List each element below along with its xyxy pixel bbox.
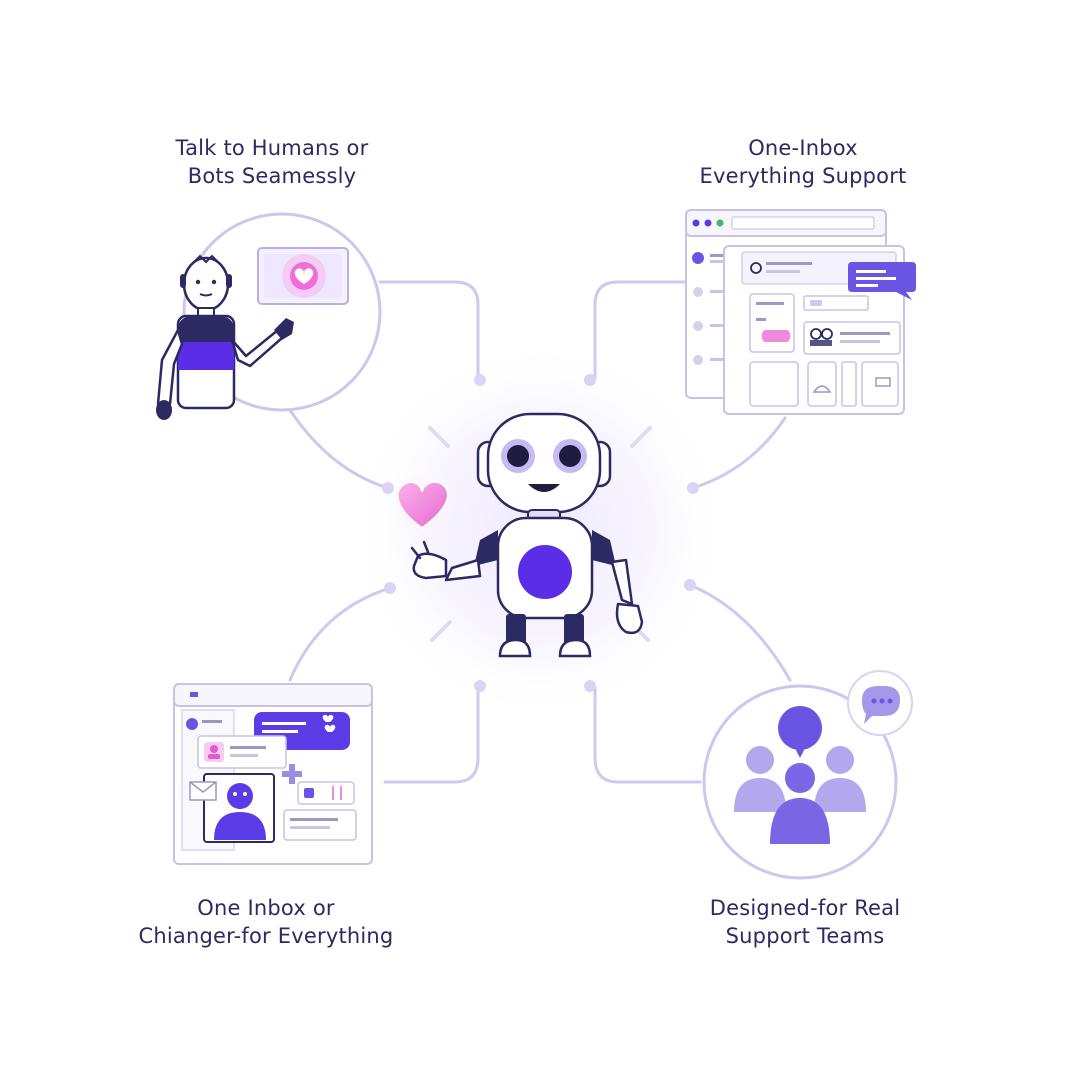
caption-bottom-left-line2: Chianger-for Everything [138, 924, 394, 948]
heart-icon [388, 470, 456, 538]
connector-lines [288, 280, 792, 784]
connector-nodes [382, 374, 699, 692]
connector-tl-b [288, 408, 390, 490]
connector-br-b [593, 686, 702, 784]
caption-top-right: One-Inbox Everything Support [623, 134, 983, 190]
caption-bottom-right-line1: Designed-for Real [709, 896, 901, 920]
connector-tr-a [593, 280, 687, 380]
caption-bottom-right: Designed-for Real Support Teams [625, 894, 985, 950]
connector-tr-b [691, 416, 787, 490]
connector-br-a [688, 583, 792, 682]
caption-top-right-line2: Everything Support [699, 164, 907, 188]
caption-top-left-line2: Bots Seamessly [187, 164, 357, 188]
caption-top-left: Talk to Humans or Bots Seamessly [92, 134, 452, 190]
inbox-dashboard-illustration [685, 209, 916, 415]
caption-top-left-line1: Talk to Humans or [175, 136, 369, 160]
caption-top-right-line1: One-Inbox [748, 136, 858, 160]
connector-bl-b [383, 686, 480, 784]
robot-mascot-icon [410, 412, 644, 658]
person-chat-illustration [156, 212, 382, 420]
caption-bottom-right-line2: Support Teams [725, 924, 885, 948]
connector-bl-a [288, 586, 392, 682]
chat-window-illustration [173, 683, 373, 865]
caption-bottom-left: One Inbox or Chianger-for Everything [86, 894, 446, 950]
support-team-illustration [702, 670, 913, 880]
connector-tl-a [378, 280, 480, 380]
caption-bottom-left-line1: One Inbox or [197, 896, 335, 920]
